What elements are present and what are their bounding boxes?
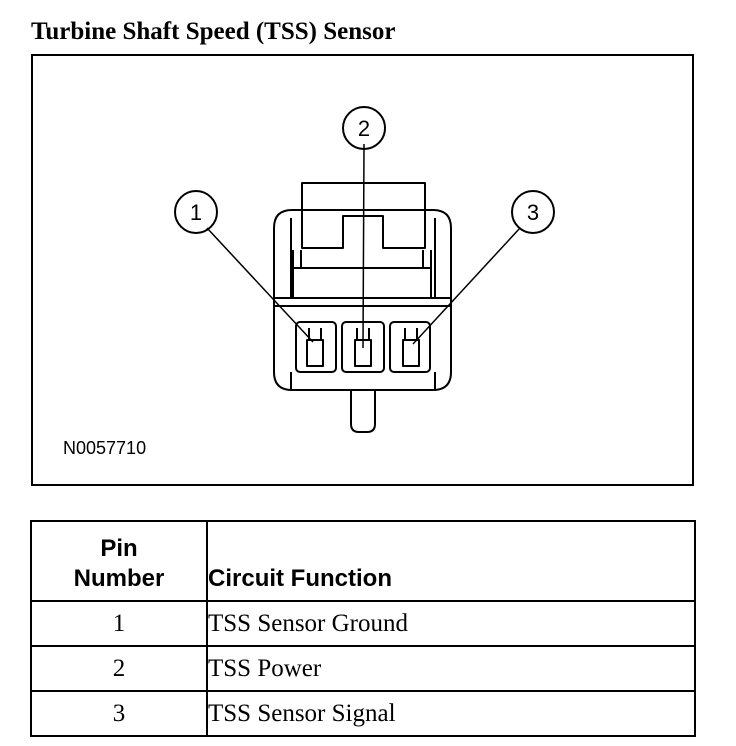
page-title: Turbine Shaft Speed (TSS) Sensor	[31, 18, 396, 45]
pin-terminal-3	[402, 339, 420, 367]
pin-cell: 2	[30, 645, 208, 692]
pin-table: Pin Number Circuit Function 1 TSS Sensor…	[30, 520, 696, 737]
figure-id: N0057710	[63, 438, 147, 458]
latch-ledge	[292, 250, 432, 299]
connector-body	[273, 209, 452, 391]
pin-cell: 3	[30, 690, 208, 737]
function-cell: TSS Sensor Ground	[206, 600, 696, 647]
leader-line-3	[412, 227, 521, 345]
table-row: 2 TSS Power	[30, 645, 696, 692]
function-cell: TSS Power	[206, 645, 696, 692]
table-row: 3 TSS Sensor Signal	[30, 690, 696, 737]
header-circuit-function: Circuit Function	[206, 520, 696, 602]
callout-circle-3	[511, 190, 555, 234]
pin-terminal-1	[306, 339, 324, 367]
leader-line-1	[206, 227, 314, 343]
header-pin-number-label: Pin Number	[73, 535, 165, 592]
callout-label-2: 2	[358, 116, 370, 141]
pin-cavity-1	[295, 321, 337, 373]
callout-label-3: 3	[527, 200, 539, 225]
header-pin-number: Pin Number	[30, 520, 208, 602]
callout-circle-1	[174, 190, 218, 234]
pin-cell: 1	[30, 600, 208, 647]
connector-inner-wall	[290, 218, 436, 298]
callout-label-1: 1	[190, 200, 202, 225]
function-cell: TSS Sensor Signal	[206, 690, 696, 737]
table-row: 1 TSS Sensor Ground	[30, 600, 696, 647]
connector-diagram: 1 2 3	[174, 106, 555, 433]
locking-tab	[301, 182, 426, 249]
connector-figure: 1 2 3 N0057710	[31, 54, 694, 486]
pin-cavity-3	[389, 321, 431, 373]
leader-line-2	[362, 143, 365, 349]
callout-circle-2	[342, 106, 386, 150]
key-post	[350, 390, 376, 433]
